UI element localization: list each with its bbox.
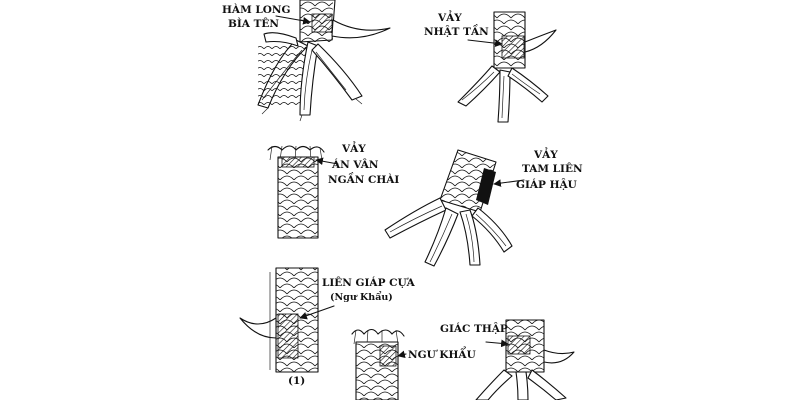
arrow-lien-giap [299, 305, 335, 320]
foot-ham-long [257, 0, 391, 122]
label-ngu-khau: NGƯ KHẨU [408, 345, 476, 361]
label-nhat-tan-line2: NHẬT TẦN [424, 23, 489, 38]
label-an-van-line2: ÁN VÂN [331, 157, 379, 171]
label-tam-lien-line3: GIÁP HẬU [516, 177, 577, 191]
arrow-an-van [315, 157, 339, 166]
tam-lien-scale [476, 168, 496, 205]
nhat-tan-scale [501, 35, 525, 59]
arrow-nhat-tan [467, 39, 503, 48]
ham-long-scale [311, 13, 333, 33]
label-an-van-line3: NGẦN CHÀI [328, 171, 399, 186]
foot-tam-lien [384, 149, 513, 267]
label-ham-long-line1: HÀM LONG [222, 2, 290, 16]
feather-fringe-2 [351, 328, 405, 337]
label-ham-long-line2: BÌA TÊN [228, 16, 279, 30]
lien-giap-scale [277, 313, 299, 359]
label-giac-thap: GIÁC THẬP [440, 321, 508, 335]
shank-an-van [267, 145, 325, 239]
shank-lien-giap [239, 267, 319, 373]
arrow-giac-thap [485, 339, 509, 348]
shank-ngu-khau [351, 328, 405, 400]
foot-nhat-tan [457, 11, 557, 123]
ngu-khau-scale [379, 345, 397, 367]
label-lien-giap-line2: (Ngư Khẩu) [330, 291, 393, 303]
an-van-scale [281, 156, 315, 168]
arrow-tam-lien [493, 179, 525, 187]
giac-thap-scale [507, 335, 531, 355]
arrow-ham-long [275, 15, 311, 25]
label-an-van-line1: VẢY [341, 140, 366, 155]
foot-giac-thap [475, 319, 575, 400]
label-lien-giap-line1: LIÊN GIÁP CỰA [322, 275, 416, 289]
figure-number: (1) [288, 375, 305, 387]
label-tam-lien-line1: VẢY [533, 146, 558, 161]
label-nhat-tan-line1: VẢY [437, 9, 462, 24]
arrow-ngu-khau [397, 350, 407, 359]
label-tam-lien-line2: TAM LIÊN [522, 161, 583, 175]
